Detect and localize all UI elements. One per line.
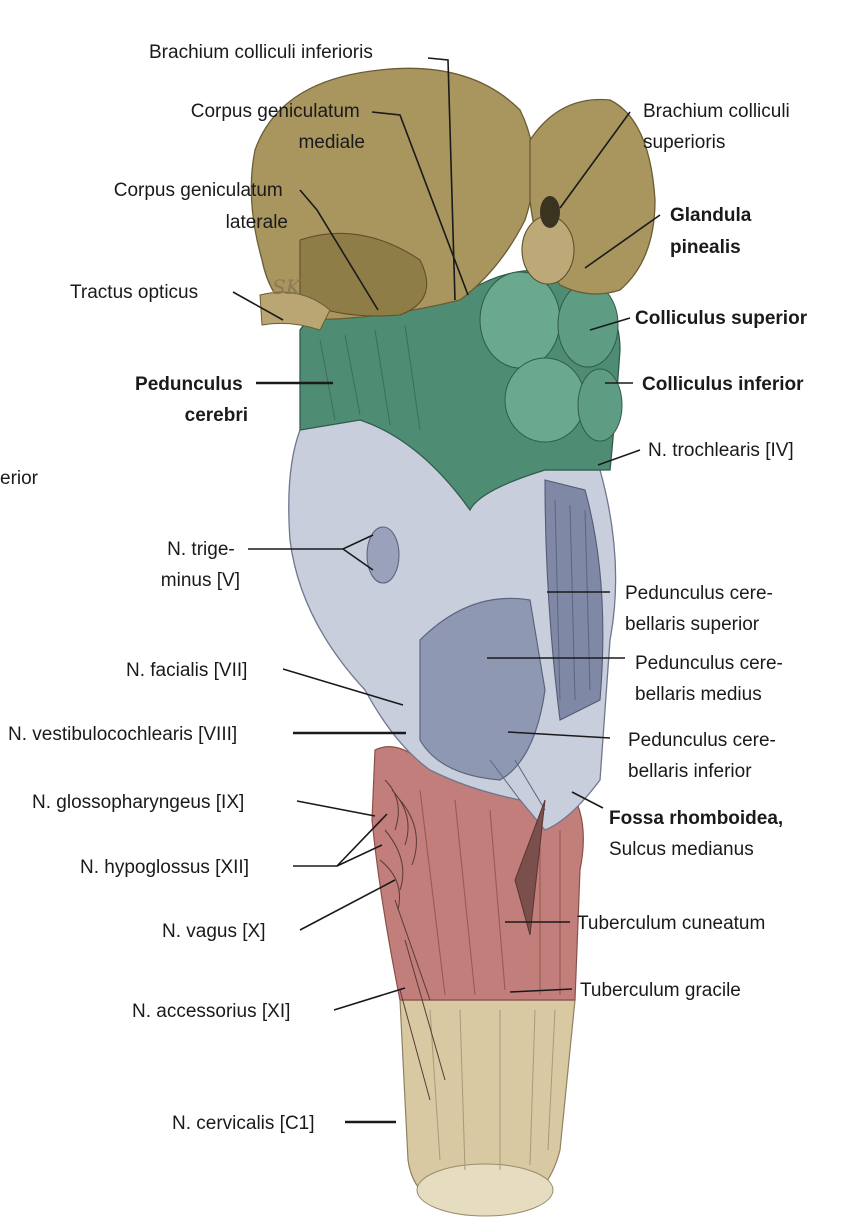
label-fossa-rhomboidea: Fossa rhomboidea, Sulcus medianus [609,808,788,860]
peduncle-cerebri-fibers [319,324,421,431]
label-n-glossopharyngeus: N. glossopharyngeus [IX] [32,792,244,813]
label-brachium-colliculi-superioris: Brachium colliculi superioris [643,101,795,153]
label-pedunculus-cerebellaris-medius: Pedunculus cere- bellaris medius [635,653,788,705]
trigeminal-root [366,526,400,584]
colliculus-superior-shape [479,271,561,369]
cranial-rootlets [379,779,446,1101]
leader-lines [232,57,661,1124]
brainstem-drawing: SK [250,67,656,1217]
fossa-rhomboidea-groove [514,799,546,936]
label-brachium-colliculi-inferioris: Brachium colliculi inferioris [149,42,373,63]
label-pedunculus-cerebellaris-inferior: Pedunculus cere- bellaris inferior [628,730,781,782]
tractus-opticus-band [259,291,331,331]
colliculus-inferior-shape [504,357,586,443]
corpus-geniculatum-shape [299,232,428,317]
spinal-cord-cut-surface [416,1163,554,1217]
label-left-edge-fragment: erior [0,468,39,489]
pineal-recess [540,196,560,228]
artist-initials: SK [272,275,302,299]
label-tractus-opticus: Tractus opticus [70,282,198,303]
label-n-facialis: N. facialis [VII] [126,660,247,681]
label-n-hypoglossus: N. hypoglossus [XII] [80,857,249,878]
label-n-trigeminus: N. trige- minus [V] [161,539,240,591]
label-pedunculus-cerebri: Pedunculus cerebri [135,374,248,426]
labels: erior Brachium colliculi inferioris Corp… [0,42,808,1134]
colliculus-inferior-shape-2 [577,368,623,442]
label-n-accessorius: N. accessorius [XI] [132,1001,290,1022]
label-corpus-geniculatum-laterale: Corpus geniculatum laterale [114,180,288,233]
label-corpus-geniculatum-mediale: Corpus geniculatum mediale [191,101,365,153]
label-colliculus-inferior: Colliculus inferior [642,374,804,395]
label-glandula-pinealis: Glandula pinealis [670,205,757,258]
label-n-cervicalis: N. cervicalis [C1] [172,1113,315,1134]
label-colliculus-superior: Colliculus superior [635,308,808,329]
label-pedunculus-cerebellaris-superior: Pedunculus cere- bellaris superior [625,583,778,635]
label-n-vestibulocochlearis: N. vestibulocochlearis [VIII] [8,724,237,745]
peduncle-fibers [489,499,591,811]
label-tuberculum-gracile: Tuberculum gracile [580,980,741,1001]
label-n-vagus: N. vagus [X] [162,921,266,942]
label-tuberculum-cuneatum: Tuberculum cuneatum [577,913,765,934]
label-n-trochlearis: N. trochlearis [IV] [648,440,794,461]
peduncle-medius-region [419,597,546,781]
